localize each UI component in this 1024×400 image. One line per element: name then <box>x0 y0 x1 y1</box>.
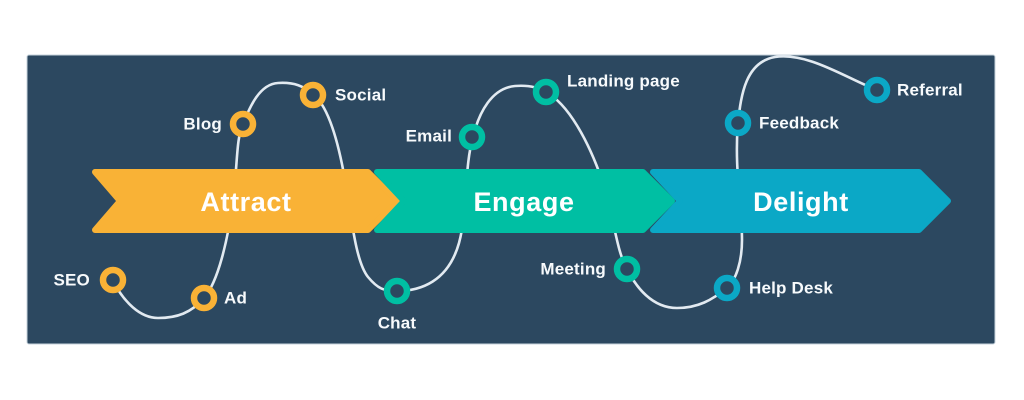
attract-arrow <box>92 169 400 233</box>
node-chat-icon <box>383 277 411 305</box>
label-social: Social <box>335 86 386 105</box>
label-chat: Chat <box>378 314 417 333</box>
label-feedback: Feedback <box>759 114 839 133</box>
label-help-desk: Help Desk <box>749 279 833 298</box>
label-landing-page: Landing page <box>567 72 680 91</box>
node-seo-icon <box>99 266 127 294</box>
label-seo: SEO <box>53 271 90 290</box>
stage-label-delight: Delight <box>753 187 849 217</box>
node-ad-icon <box>190 284 218 312</box>
node-blog-icon <box>229 110 257 138</box>
stage-label-attract: Attract <box>200 187 291 217</box>
node-help-desk-icon <box>713 274 741 302</box>
stage-label-engage: Engage <box>473 187 574 217</box>
label-email: Email <box>406 127 452 146</box>
node-landing-page-icon <box>532 78 560 106</box>
node-social-icon <box>299 81 327 109</box>
label-ad: Ad <box>224 289 247 308</box>
delight-arrow <box>650 169 951 233</box>
label-blog: Blog <box>183 115 222 134</box>
node-meeting-icon <box>613 255 641 283</box>
node-email-icon <box>458 123 486 151</box>
node-referral-icon <box>863 76 891 104</box>
label-meeting: Meeting <box>540 260 606 279</box>
engage-arrow <box>374 169 675 233</box>
node-feedback-icon <box>724 109 752 137</box>
label-referral: Referral <box>897 81 963 100</box>
